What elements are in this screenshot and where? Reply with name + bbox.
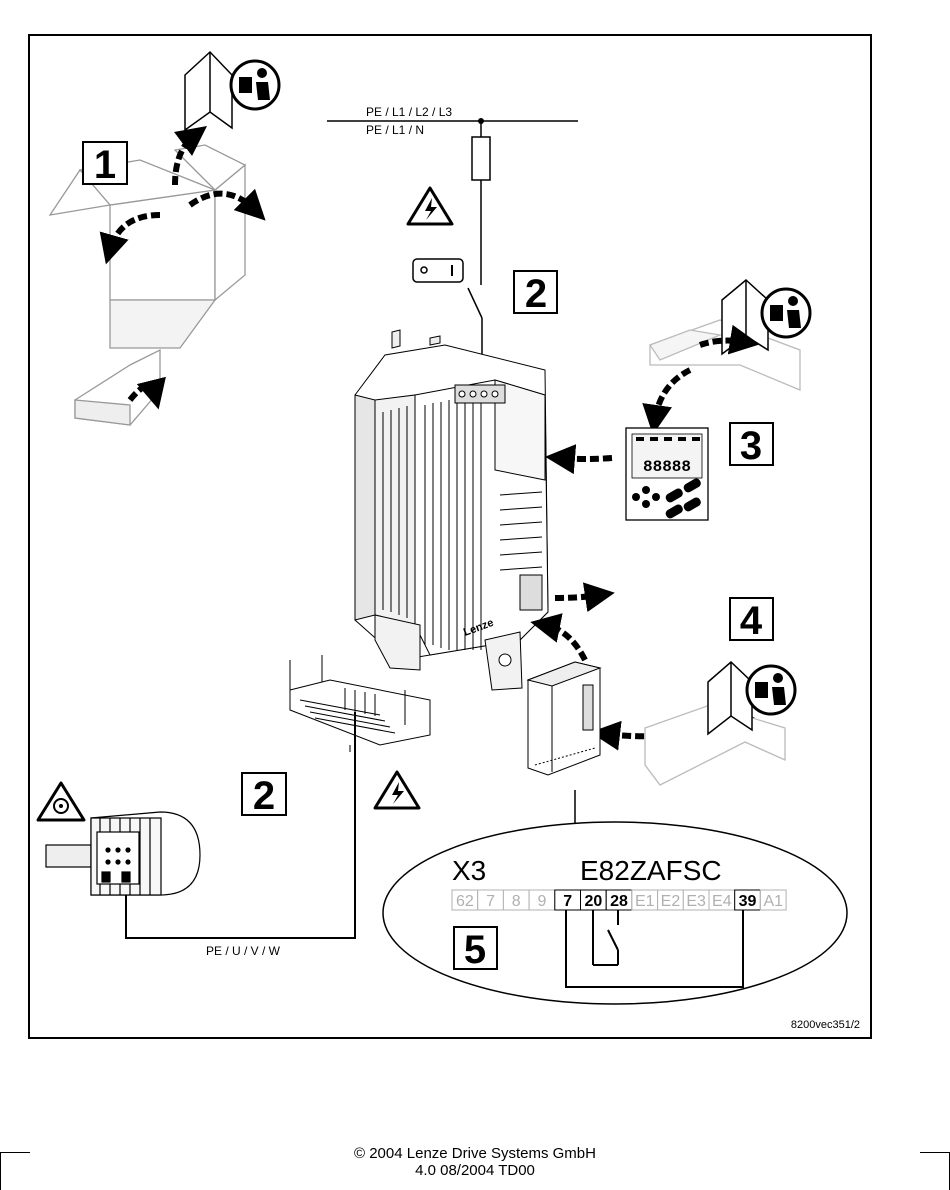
crop-mark bbox=[0, 1153, 1, 1190]
terminal-label: 39 bbox=[739, 893, 757, 910]
manual-reader-icon bbox=[229, 59, 281, 111]
unpacking-box-illustration bbox=[48, 144, 247, 426]
crop-mark bbox=[920, 1152, 950, 1153]
connector-label: X3 bbox=[452, 855, 486, 886]
step-5-badge: 5 bbox=[453, 926, 498, 972]
terminal-callout bbox=[555, 790, 576, 828]
motor-cable-label: PE / U / V / W bbox=[206, 944, 281, 958]
copyright-text: © 2004 Lenze Drive Systems GmbH bbox=[354, 1145, 596, 1162]
terminal-label: E4 bbox=[712, 893, 732, 910]
module-type-label: E82ZAFSC bbox=[580, 855, 722, 886]
figure-frame bbox=[28, 34, 872, 1039]
svg-text:3: 3 bbox=[740, 424, 762, 468]
version-text: 4.0 08/2004 TD00 bbox=[415, 1162, 535, 1179]
keypad-stop-button bbox=[683, 478, 701, 493]
switch-icon bbox=[412, 258, 464, 283]
terminal-label: 62 bbox=[456, 893, 474, 910]
keypad-up-button bbox=[642, 486, 650, 494]
unpacking-arrows bbox=[99, 125, 266, 410]
keypad-right-button bbox=[652, 493, 660, 501]
keypad-down-button bbox=[642, 500, 650, 508]
manual-book-icon bbox=[184, 50, 233, 132]
svg-text:2: 2 bbox=[253, 774, 275, 818]
step-2-badge-top: 2 bbox=[513, 270, 558, 316]
keypad-shift-button bbox=[665, 488, 683, 503]
terminal-label: 8 bbox=[512, 893, 521, 910]
keypad-arrows bbox=[545, 324, 760, 475]
page-footer: © 2004 Lenze Drive Systems GmbH 4.0 08/2… bbox=[0, 1145, 950, 1179]
terminal-label: 28 bbox=[610, 893, 628, 910]
motor-cable bbox=[125, 712, 356, 939]
keypad-display: 88888 bbox=[643, 458, 691, 476]
keypad-unit: 88888 bbox=[625, 427, 709, 521]
terminal-label: 9 bbox=[537, 893, 546, 910]
warning-voltage-icon bbox=[373, 770, 421, 810]
terminal-label: E1 bbox=[635, 893, 655, 910]
warning-voltage-icon bbox=[406, 186, 454, 226]
frequency-inverter bbox=[354, 329, 549, 691]
svg-text:4: 4 bbox=[740, 599, 763, 643]
supply-label-1phase: PE / L1 / N bbox=[366, 123, 424, 137]
terminal-label: 20 bbox=[584, 893, 602, 910]
fuse-icon bbox=[471, 136, 491, 181]
manual-book-icon bbox=[707, 660, 753, 736]
function-module-unit bbox=[526, 661, 602, 776]
terminal-label: 7 bbox=[563, 893, 572, 910]
crop-mark bbox=[0, 1152, 30, 1153]
svg-text:2: 2 bbox=[525, 272, 547, 316]
terminal-label: E3 bbox=[686, 893, 706, 910]
warning-rotating-parts-icon bbox=[36, 781, 86, 822]
step-2-badge-bottom: 2 bbox=[241, 772, 287, 818]
keypad-run-button bbox=[683, 497, 701, 512]
terminal-cell bbox=[759, 889, 787, 911]
terminal-label: 7 bbox=[486, 893, 495, 910]
manual-reader-icon bbox=[760, 287, 812, 339]
terminal-wiring bbox=[565, 910, 744, 988]
step-1-badge: 1 bbox=[82, 141, 128, 187]
motor-illustration bbox=[45, 811, 201, 896]
terminal-label: E2 bbox=[661, 893, 681, 910]
terminal-label: A1 bbox=[763, 893, 783, 910]
step-3-badge: 3 bbox=[729, 422, 774, 468]
terminal-bubble bbox=[382, 821, 848, 1005]
figure-id: 8200vec351/2 bbox=[791, 1019, 860, 1031]
keypad-enter-button bbox=[665, 504, 683, 519]
svg-text:5: 5 bbox=[464, 928, 486, 972]
step-4-badge: 4 bbox=[729, 597, 774, 643]
keypad-left-button bbox=[632, 493, 640, 501]
svg-text:1: 1 bbox=[94, 143, 116, 187]
mounting-heatsink bbox=[289, 655, 431, 752]
supply-label-3phase: PE / L1 / L2 / L3 bbox=[366, 105, 452, 119]
manual-reader-icon bbox=[745, 664, 797, 716]
